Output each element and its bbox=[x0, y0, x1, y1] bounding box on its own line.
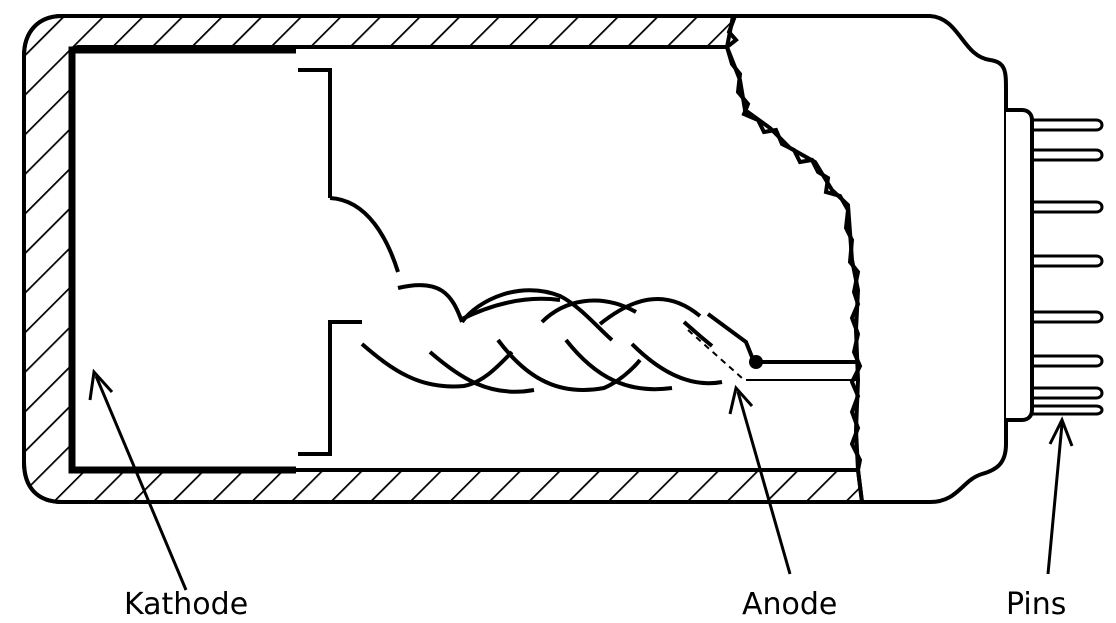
cutaway-edge bbox=[724, 15, 864, 503]
anode-contact-arm bbox=[706, 312, 756, 363]
kathode-arrow bbox=[88, 368, 188, 591]
anode-label: Anode bbox=[742, 587, 838, 622]
upper-bracket bbox=[298, 68, 332, 198]
anode-arrow bbox=[728, 384, 792, 575]
base-plate bbox=[1006, 108, 1034, 422]
bracket-curve bbox=[329, 196, 400, 273]
pins bbox=[1032, 118, 1104, 416]
tube-interior bbox=[70, 45, 861, 472]
anode-coil bbox=[360, 283, 723, 394]
pins-label: Pins bbox=[1006, 587, 1067, 622]
anode-wire-dashed bbox=[687, 329, 743, 379]
pins-arrow bbox=[1046, 416, 1074, 575]
lower-bracket bbox=[298, 320, 362, 456]
kathode-label: Kathode bbox=[124, 587, 249, 622]
kathode-electrode bbox=[68, 46, 296, 474]
